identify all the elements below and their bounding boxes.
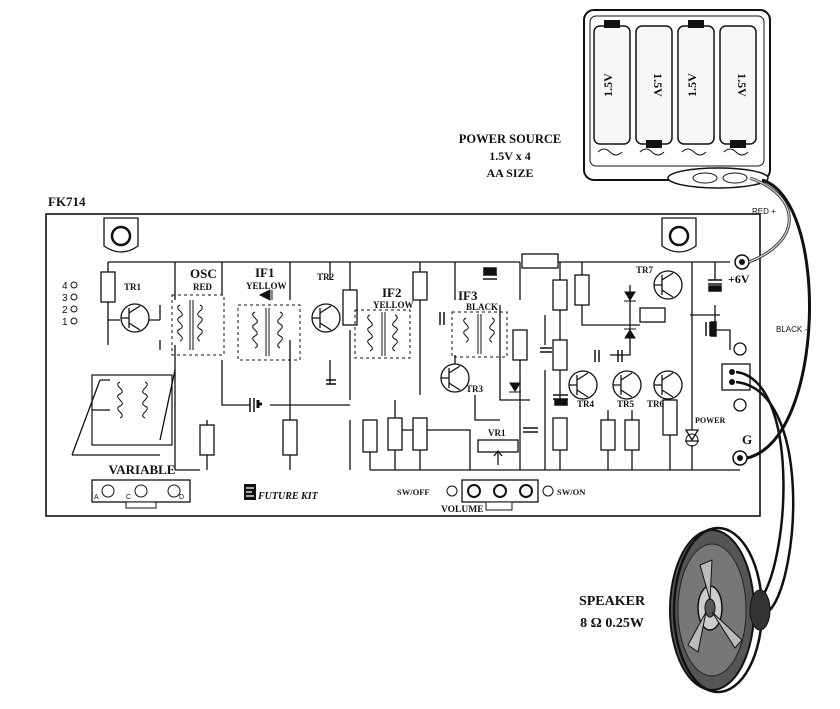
mounting-hole-icon: [103, 217, 139, 253]
svg-text:SPEAKER: SPEAKER: [579, 594, 646, 609]
svg-text:TR5: TR5: [617, 399, 635, 409]
coil-if3: IF3 BLACK: [451, 288, 508, 358]
coil-if1: IF1 YELLOW: [237, 265, 301, 361]
svg-text:POWER SOURCE: POWER SOURCE: [459, 132, 561, 146]
capacitor-group: [249, 267, 722, 433]
svg-text:SW/ON: SW/ON: [557, 487, 586, 497]
svg-text:SW/OFF: SW/OFF: [397, 487, 430, 497]
svg-text:1.5V: 1.5V: [685, 73, 699, 97]
svg-text:OSC: OSC: [190, 266, 217, 281]
power-led: POWER: [684, 416, 725, 447]
coil-if2: IF2 YELLOW: [354, 285, 414, 359]
svg-text:VARIABLE: VARIABLE: [109, 462, 176, 477]
svg-text:1: 1: [62, 317, 68, 328]
transistor-tr4: TR4: [568, 370, 598, 409]
svg-text:G: G: [742, 432, 752, 447]
svg-text:TR7: TR7: [636, 265, 654, 275]
svg-text:AA SIZE: AA SIZE: [486, 166, 533, 180]
svg-text:IF1: IF1: [255, 265, 275, 280]
svg-text:IF3: IF3: [458, 288, 478, 303]
battery-cell: 1.5V: [677, 20, 715, 145]
mounting-hole-icon: [661, 217, 697, 253]
transistor-tr3: TR3: [440, 363, 484, 394]
battery-cell: 1.5V: [593, 20, 631, 145]
brand-logo: FUTURE KIT: [244, 484, 319, 502]
power-source-label: POWER SOURCE 1.5V x 4 AA SIZE: [459, 132, 561, 180]
battery-cell: 1.5V: [719, 25, 757, 148]
transistor-tr5: TR5: [612, 370, 642, 409]
svg-text:FUTURE KIT: FUTURE KIT: [257, 491, 319, 502]
transistor-tr7: TR7: [636, 265, 683, 300]
speaker-icon: [669, 526, 771, 694]
diode-group: [509, 291, 636, 393]
svg-text:POWER: POWER: [695, 416, 725, 425]
svg-text:1.5V: 1.5V: [601, 73, 615, 97]
speaker-terminals: [721, 342, 751, 412]
svg-text:D: D: [179, 494, 184, 501]
volume-pot: VR1: [477, 428, 519, 465]
terminal-ground: G: [732, 432, 752, 466]
svg-text:TR3: TR3: [466, 384, 484, 394]
transistor-tr1: TR1: [120, 282, 150, 333]
svg-text:IF2: IF2: [382, 285, 402, 300]
volume-switch: SW/OFF SW/ON VOLUME: [397, 479, 586, 515]
transistor-tr2: TR2: [311, 272, 341, 333]
svg-text:TR2: TR2: [317, 272, 335, 282]
svg-text:TR4: TR4: [577, 399, 595, 409]
svg-text:2: 2: [62, 305, 68, 316]
battery-holder: 1.5V 1.5V 1.5V 1.5V: [583, 9, 771, 189]
svg-text:VR1: VR1: [488, 428, 506, 438]
svg-text:RED +: RED +: [752, 207, 776, 216]
variable-capacitor: VARIABLE A C D: [71, 369, 191, 509]
speaker-wires: [735, 370, 795, 611]
svg-text:8 Ω 0.25W: 8 Ω 0.25W: [580, 616, 644, 631]
circuit-traces: [107, 261, 740, 471]
battery-cell: 1.5V: [635, 25, 673, 148]
svg-text:+6V: +6V: [728, 272, 750, 286]
svg-text:TR6: TR6: [647, 399, 665, 409]
power-wires: RED + BLACK -: [746, 176, 811, 460]
svg-text:RED: RED: [193, 282, 213, 292]
resistor-group: [100, 253, 678, 456]
transistor-tr6: TR6: [647, 370, 683, 409]
svg-text:VOLUME: VOLUME: [441, 505, 484, 515]
svg-text:4: 4: [62, 281, 68, 292]
svg-text:YELLOW: YELLOW: [373, 300, 414, 310]
svg-text:YELLOW: YELLOW: [246, 281, 287, 291]
svg-text:TR1: TR1: [124, 282, 142, 292]
svg-text:C: C: [126, 494, 131, 501]
coil-osc: OSC RED: [171, 266, 225, 356]
svg-text:1.5V x 4: 1.5V x 4: [489, 149, 530, 163]
battery-snap-icon: [667, 167, 769, 189]
pin-number-list: 4 3 2 1: [62, 281, 78, 328]
svg-text:A: A: [94, 494, 99, 501]
pcb-board: [45, 213, 761, 517]
speaker-label: SPEAKER 8 Ω 0.25W: [579, 594, 646, 631]
svg-text:1.5V: 1.5V: [735, 73, 749, 97]
svg-text:1.5V: 1.5V: [651, 73, 665, 97]
svg-text:BLACK: BLACK: [466, 302, 498, 312]
svg-text:3: 3: [62, 293, 68, 304]
board-model: FK714: [48, 194, 86, 209]
svg-text:BLACK -: BLACK -: [776, 325, 807, 334]
terminal-plus-6v: +6V: [728, 254, 750, 286]
